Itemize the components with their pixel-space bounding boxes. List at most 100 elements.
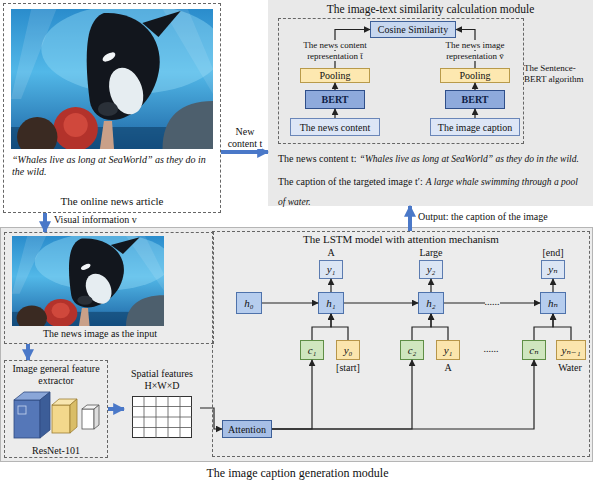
context-vector: c₂ xyxy=(400,340,424,360)
context-vector: cₙ xyxy=(522,340,546,360)
edge-label-holder: New content t xyxy=(223,126,267,150)
edge-label: New content t xyxy=(228,126,263,149)
output-word: yₙ xyxy=(541,260,565,279)
edge-label-holder: The news image representation v̄ xyxy=(427,40,523,62)
bert-box: BERT xyxy=(445,90,505,109)
node-text: The Sentence-BERT algorithm xyxy=(524,63,584,84)
node-text: Cosine Similarity xyxy=(378,24,448,35)
label-holder: ...... xyxy=(471,343,511,355)
node-text: BERT xyxy=(322,94,349,105)
node-text: Pooling xyxy=(459,70,490,81)
node-text: The online news article xyxy=(61,195,164,207)
node-text: The image caption xyxy=(438,122,512,133)
label-holder: [end] xyxy=(533,247,573,259)
label-holder: Water xyxy=(550,362,590,374)
edge-label: The news image representation v̄ xyxy=(446,40,505,61)
node-text: h₂ xyxy=(426,297,435,309)
hidden-state: h₂ xyxy=(418,292,444,314)
text-holder: The Sentence-BERT algorithm xyxy=(524,63,586,85)
bert-box: BERT xyxy=(305,90,365,109)
edge-label-holder: Visual information v xyxy=(54,214,194,226)
similarity-box: Cosine Similarity xyxy=(370,21,456,38)
edge-label: Output: the caption of the image xyxy=(418,211,548,222)
output-word: y₁ xyxy=(319,260,343,279)
edge-label-holder: Output: the caption of the image xyxy=(418,211,590,223)
edge-label: The news content representation t̄ xyxy=(303,40,366,61)
text-holder: “Whales live as long at SeaWorld” as the… xyxy=(12,154,214,178)
node-text: yₙ xyxy=(548,263,557,275)
word-label: ...... xyxy=(484,343,499,354)
text-holder: The news image as the input xyxy=(43,328,213,340)
node-text: The news image as the input xyxy=(43,328,157,339)
node-text: “Whales live as long at SeaWorld” as the… xyxy=(360,154,579,164)
input-word: y₁ xyxy=(436,340,460,360)
node-text: “Whales live as long at SeaWorld” as the… xyxy=(12,154,206,177)
input-word: yₙ₋₁ xyxy=(556,340,586,360)
pooling-box: Pooling xyxy=(440,68,510,83)
text-holder: The image-text similarity calculation mo… xyxy=(288,3,573,17)
input-word: y₀ xyxy=(336,340,360,360)
node-text: ResNet-101 xyxy=(32,445,80,456)
node-text: The caption of the targeted image t′: xyxy=(278,176,423,187)
output-word: y₂ xyxy=(419,260,443,279)
word-label: A xyxy=(444,362,451,373)
node-text: hₙ xyxy=(548,297,558,309)
label-holder: A xyxy=(428,362,468,374)
text-holder: The LSTM model with attention mechanism xyxy=(213,233,589,246)
node-text: The news content xyxy=(300,122,371,133)
node-text: BERT xyxy=(462,94,489,105)
node-text: The image caption generation module xyxy=(207,466,389,480)
node-text: Pooling xyxy=(319,70,350,81)
flow-arrow xyxy=(221,150,268,154)
word-label: [start] xyxy=(336,362,360,373)
resnet-blocks xyxy=(12,390,104,440)
feature-grid xyxy=(132,396,192,438)
text-holder: The image caption generation module xyxy=(101,466,494,480)
hidden-state: hₙ xyxy=(540,292,566,314)
node-text: The news content t: xyxy=(278,153,357,164)
word-label: Large xyxy=(419,247,442,258)
word-label: A xyxy=(327,247,334,258)
hidden-state: h₀ xyxy=(236,292,262,314)
node-text: y₁ xyxy=(444,344,453,356)
node-text: The image-text similarity calculation mo… xyxy=(327,3,535,15)
node-text: y₁ xyxy=(327,263,336,275)
node-text: y₂ xyxy=(427,263,436,275)
text-column: The news content t:“Whales live as long … xyxy=(278,147,586,213)
news-photo xyxy=(11,9,213,149)
text-holder: Spatial features H×W×D xyxy=(120,368,204,392)
hidden-state: h₁ xyxy=(318,292,344,314)
node-text: cₙ xyxy=(529,344,538,356)
label-holder: [start] xyxy=(328,362,368,374)
input-box: The image caption xyxy=(430,118,520,136)
node-text: Spatial features H×W×D xyxy=(131,368,193,391)
node-text: h₀ xyxy=(244,297,253,309)
sbert-box: The Sentence-BERT algorithmCosine Simila… xyxy=(278,18,524,144)
pooling-box: Pooling xyxy=(300,68,370,83)
text-holder: Image general feature extractor xyxy=(5,363,107,387)
node-text: Image general feature extractor xyxy=(12,363,99,386)
word-label: [end] xyxy=(542,247,563,258)
news-photo xyxy=(12,236,164,326)
attention-box: Attention xyxy=(222,420,272,438)
lstm-box: The LSTM model with attention mechanism h… xyxy=(212,231,590,457)
text-line: The caption of the targeted image t′:A l… xyxy=(278,170,586,210)
node-text: The LSTM model with attention mechanism xyxy=(303,233,499,245)
node-text: Attention xyxy=(228,424,266,435)
node-text: c₁ xyxy=(308,344,317,356)
edge-label-holder: ...... xyxy=(472,296,512,308)
text-holder: ResNet-101 xyxy=(5,445,107,457)
edge-label: Visual information v xyxy=(54,214,137,225)
context-vector: c₁ xyxy=(300,340,324,360)
word-label: Water xyxy=(558,362,582,373)
node-text: c₂ xyxy=(408,344,417,356)
module-panel: The news content t:“Whales live as long … xyxy=(268,0,593,206)
edge-label: ...... xyxy=(485,296,500,307)
node-text: y₀ xyxy=(344,344,353,356)
node-text: yₙ₋₁ xyxy=(562,344,581,356)
node-text: h₁ xyxy=(326,297,335,309)
edge-label-holder: The news content representation t̄ xyxy=(287,40,383,62)
label-holder: A xyxy=(311,247,351,259)
text-line: The news content t:“Whales live as long … xyxy=(278,147,586,167)
